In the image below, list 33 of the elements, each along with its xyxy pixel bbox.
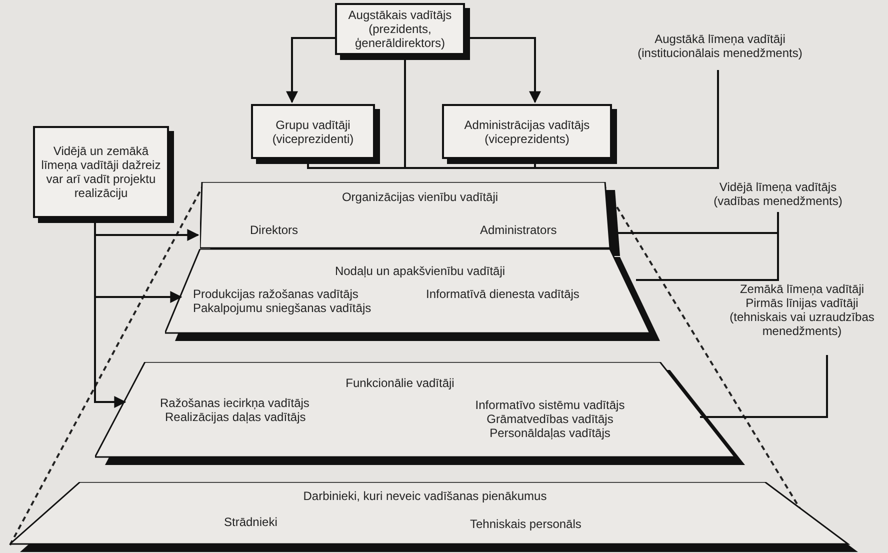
box-text: Grupu vadītāji (viceprezidenti) xyxy=(271,118,355,146)
role-text: Personāldaļas vadītājs xyxy=(488,426,612,440)
bracket-line xyxy=(700,355,828,418)
level-label: Pirmās līnijas vadītāji (tehniskais vai uzraudzības menedžments) xyxy=(728,296,876,338)
pyramid-tier xyxy=(200,182,622,257)
level-label: Vidējā līmeņa vadītājs (vadības menedžments) xyxy=(712,180,844,208)
level-label: Augstākā līmeņa vadītāji (institucionālais menedžments) xyxy=(636,32,804,60)
pyramid-tier xyxy=(95,362,747,466)
box-text: Augstākais vadītājs (prezidents, ģenerāldirektors) xyxy=(347,8,453,50)
bracket-line xyxy=(636,212,779,281)
role-text: Informatīvā dienesta vadītājs xyxy=(426,287,580,301)
tier-heading: Darbinieki, kuri neveic vadīšanas pienākumus xyxy=(302,489,548,503)
level-label: Zemākā līmeņa vadītāji xyxy=(738,282,866,296)
role-text: Ražošanas iecirkņa vadītājs xyxy=(160,396,310,410)
role-text: Strādnieki xyxy=(224,515,278,529)
bracket-line xyxy=(534,70,719,169)
role-text: Grāmatvedības vadītājs xyxy=(486,412,614,426)
role-text: Tehniskais personāls xyxy=(470,517,582,531)
tier-heading: Nodaļu un apakšvienību vadītāji xyxy=(334,264,506,278)
pyramid-tier xyxy=(165,249,662,342)
box-text: Vidējā un zemākā līmeņa vadītāji dažreiz var arī vadīt projektu realizāciju xyxy=(40,144,162,200)
arrow xyxy=(286,37,335,104)
role-text: Informatīvo sistēmu vadītājs xyxy=(474,398,626,412)
role-text: Pakalpojumu sniegšanas vadītājs xyxy=(193,301,372,315)
role-text: Realizācijas daļas vadītājs xyxy=(165,410,307,424)
arrow xyxy=(94,220,126,408)
box-text: Administrācijas vadītājs (viceprezidents) xyxy=(463,118,591,146)
role-text: Produkcijas ražošanas vadītājs xyxy=(193,287,360,301)
tier-heading: Organizācijas vienību vadītāji xyxy=(340,190,500,204)
role-text: Direktors xyxy=(250,223,300,237)
pyramid-tier xyxy=(10,482,860,553)
tier-heading: Funkcionālie vadītāji xyxy=(344,376,456,390)
role-text: Administrators xyxy=(480,223,558,237)
